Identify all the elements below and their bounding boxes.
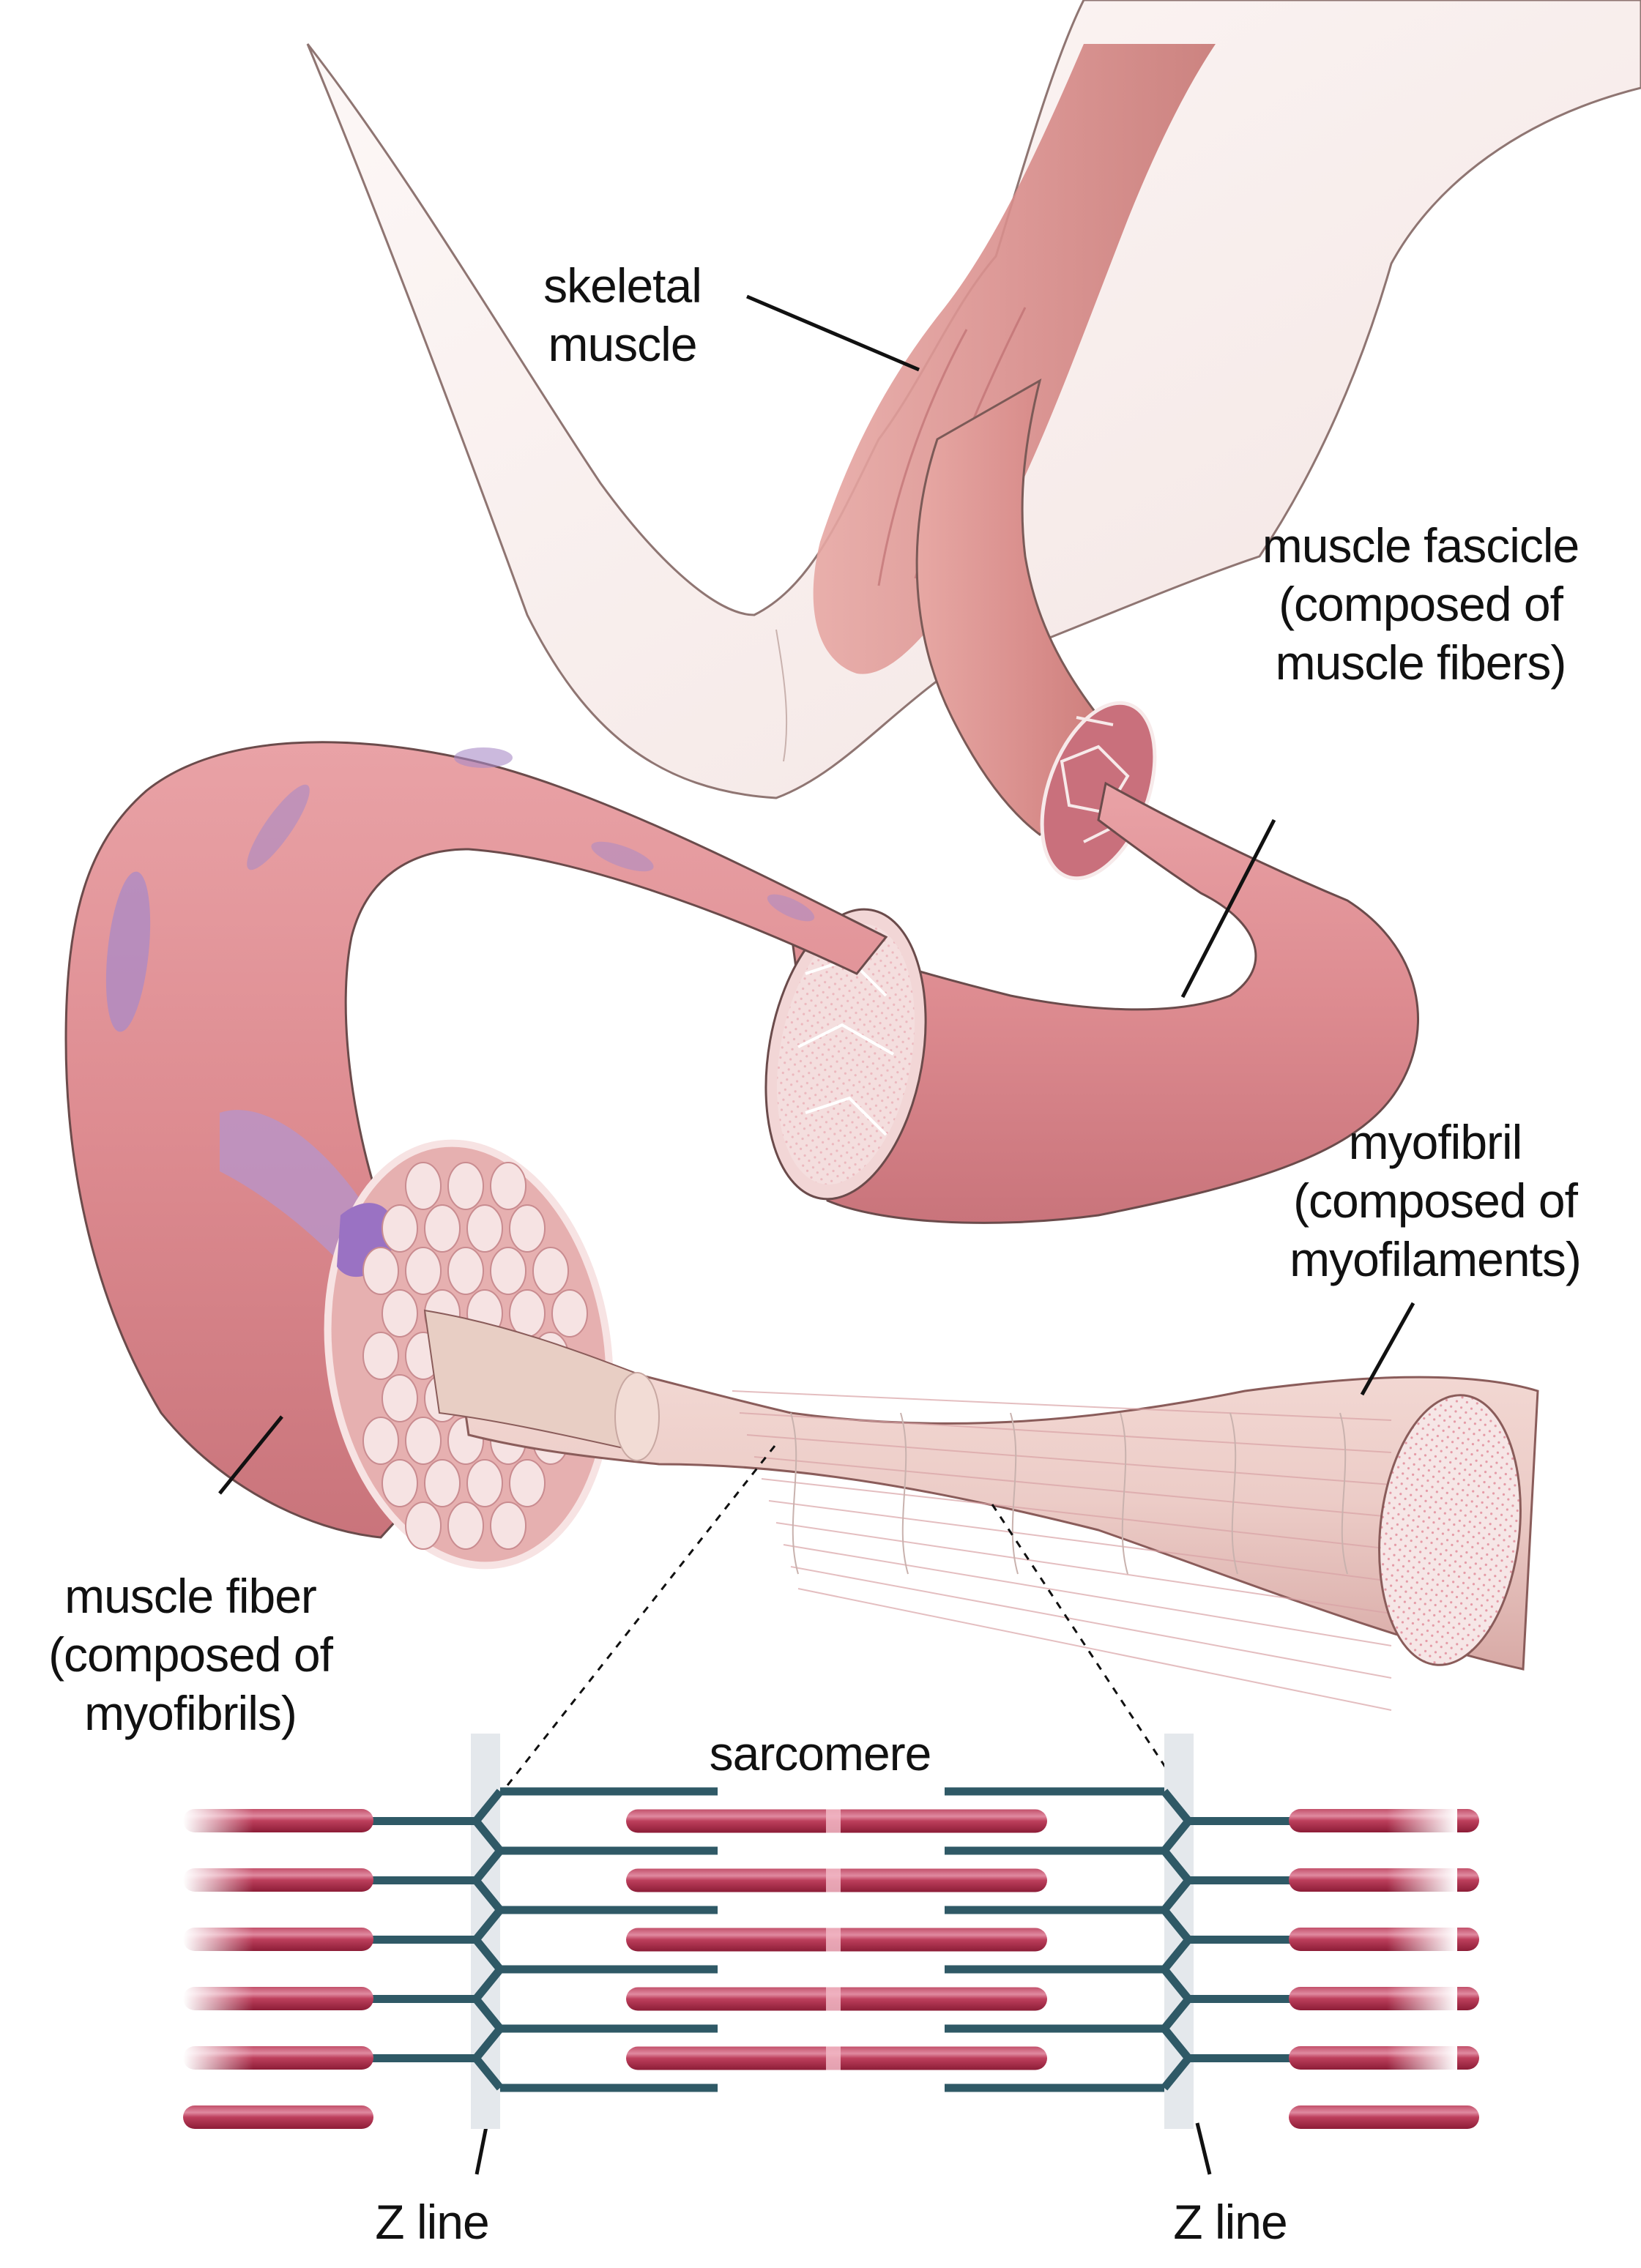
label-z-line-left: Z line (375, 2195, 489, 2249)
label-line: muscle (548, 317, 697, 371)
myofibril-oval (362, 1332, 399, 1380)
striation-line (739, 1412, 1392, 1453)
label-line: muscle fascicle (1262, 518, 1579, 572)
label-sarcomere: sarcomere (709, 1726, 932, 1780)
leader-line-zline-right (1195, 2122, 1212, 2175)
z-disc-line (1229, 1412, 1238, 1575)
thick-filament-outer (183, 2105, 373, 2129)
adjacent-sarcomere-filaments (183, 1809, 1479, 2129)
m-line (826, 1868, 841, 1892)
striation-line (775, 1522, 1392, 1614)
m-line (826, 1928, 841, 1952)
myofibril-oval (490, 1502, 526, 1550)
m-line (826, 1987, 841, 2011)
thick-filaments (626, 1809, 1047, 2070)
label-skeletal-muscle: skeletal muscle (513, 256, 732, 373)
z-disc-line (1120, 1412, 1128, 1575)
striation-line (783, 1544, 1392, 1646)
myofibril-oval (447, 1502, 484, 1550)
thick-filament-outer (1289, 2105, 1479, 2129)
nucleus (220, 1110, 366, 1259)
label-line: muscle fibers) (1275, 635, 1567, 690)
myofibril-oval (382, 1374, 418, 1422)
m-line (826, 1809, 841, 1833)
myofibril-oval (509, 1204, 546, 1253)
muscle-fiber-curl (64, 741, 888, 1539)
m-line (826, 2046, 841, 2070)
myofibril-oval (362, 1417, 399, 1465)
label-muscle-fiber: muscle fiber (composed of myofibrils) (0, 1567, 381, 1742)
myofibril-end-face (1378, 1394, 1522, 1666)
label-muscle-fascicle: muscle fascicle (composed of muscle fibe… (1201, 516, 1640, 692)
label-line: skeletal (543, 258, 702, 313)
label-line: (composed of (1279, 577, 1563, 631)
myofibril-oval (424, 1459, 461, 1507)
myofibril-oval (447, 1162, 484, 1210)
nucleus (105, 871, 151, 1032)
nucleus (454, 747, 513, 768)
myofibril-oval (447, 1247, 484, 1295)
myofibril-oval (490, 1162, 526, 1210)
myofibril-oval (382, 1204, 418, 1253)
leader-line-myofibril (1360, 1302, 1415, 1396)
label-line: (composed of (1293, 1174, 1578, 1228)
myofibril-oval (509, 1289, 546, 1338)
zoom-lines (502, 1445, 1182, 1791)
myofibril-oval (424, 1204, 461, 1253)
nucleus (767, 894, 815, 922)
zoom-line-right (991, 1504, 1182, 1791)
striation-line (768, 1500, 1392, 1582)
myofibril-oval (551, 1289, 588, 1338)
myofibril-oval (382, 1459, 418, 1507)
myofibril-oval (509, 1459, 546, 1507)
label-line: myofibril (1348, 1115, 1523, 1169)
nucleus (247, 784, 310, 870)
myofibril-oval (466, 1459, 503, 1507)
striation-line (797, 1588, 1392, 1711)
muscle-fiber-tube (764, 781, 1419, 1224)
striation-line (790, 1566, 1392, 1679)
thin-filaments (470, 1787, 1194, 2092)
striation-line (746, 1434, 1392, 1485)
leader-line-zline-left (475, 2122, 489, 2175)
label-line: myofilaments) (1290, 1232, 1582, 1286)
z-disc-line (900, 1412, 909, 1575)
myofibril-oval (382, 1289, 418, 1338)
myofibril-oval (532, 1247, 569, 1295)
myofibril-oval (362, 1247, 399, 1295)
myofibril-oval (490, 1247, 526, 1295)
striation-line (761, 1478, 1392, 1550)
myofibril-bundle (362, 1162, 588, 1550)
label-myofibril: myofibril (composed of myofilaments) (1230, 1113, 1640, 1288)
leader-line-fiber (218, 1415, 283, 1495)
myofibril-oval (405, 1247, 442, 1295)
striation-line (732, 1390, 1392, 1421)
label-line: muscle fiber (64, 1569, 317, 1623)
z-disc-line (1010, 1412, 1019, 1575)
striation-line (753, 1456, 1392, 1518)
myofibril-oval (466, 1204, 503, 1253)
z-disc-line (1339, 1412, 1348, 1575)
myofibril-oval (405, 1417, 442, 1465)
myofibril-oval (405, 1162, 442, 1210)
myofibril-tube (423, 1309, 1539, 1711)
myofibril-striations (732, 1390, 1392, 1711)
nucleus (591, 841, 654, 872)
leader-line-fascicle (1180, 818, 1276, 999)
label-z-line-right: Z line (1173, 2195, 1287, 2249)
sarcomere-diagram (183, 1734, 1479, 2129)
label-line: (composed of (48, 1627, 333, 1682)
z-disc-line (790, 1412, 799, 1575)
leader-lines (218, 294, 1415, 2175)
leader-line-skeletal-muscle (746, 294, 920, 372)
label-line: myofibrils) (84, 1686, 297, 1740)
myofibril-oval (405, 1502, 442, 1550)
